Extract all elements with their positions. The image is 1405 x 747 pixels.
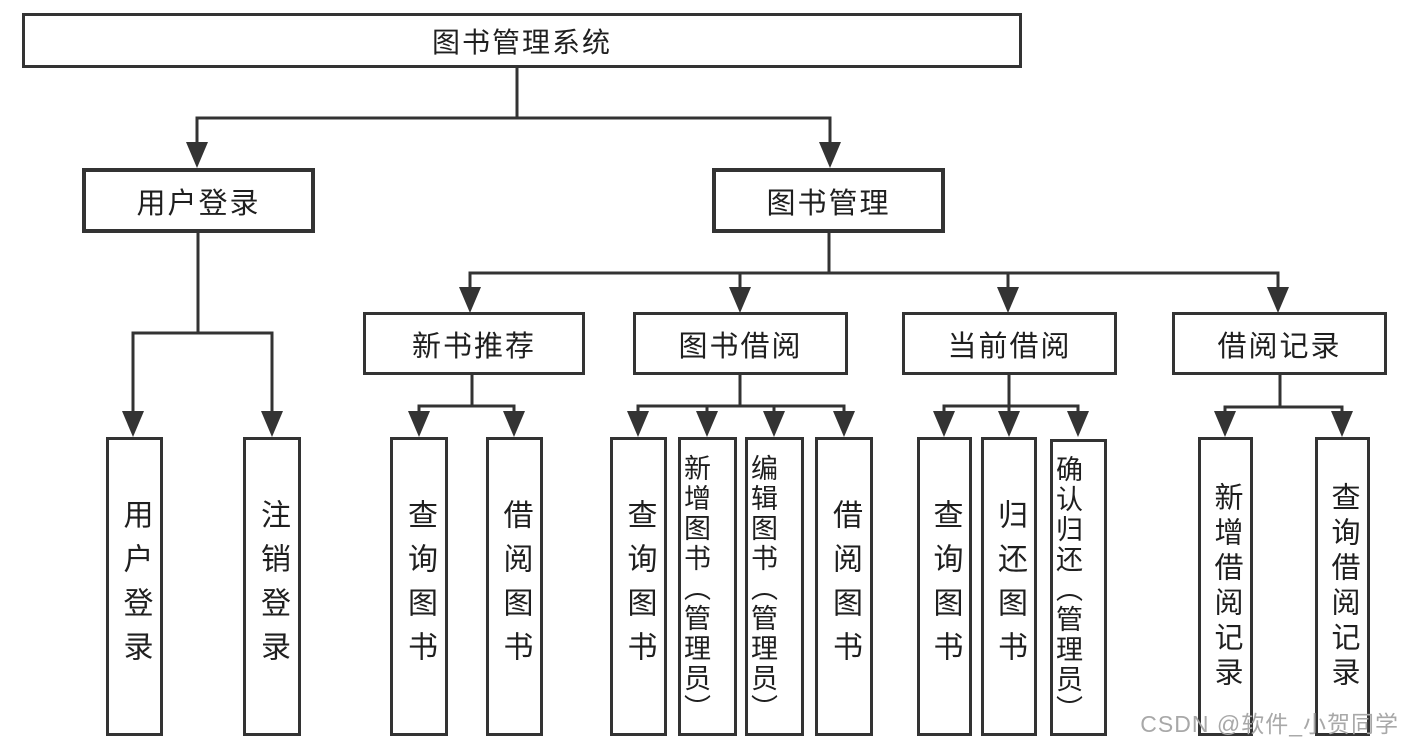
leaf-edit-book-admin: 编辑图书（管理员） [745, 437, 804, 736]
leaf-confirm-return-admin: 确认归还（管理员） [1050, 439, 1107, 736]
leaf-query-books-1: 查询图书 [390, 437, 448, 736]
node-user-login: 用户登录 [82, 168, 315, 233]
node-current-borrowing: 当前借阅 [902, 312, 1117, 375]
node-new-book-recommend: 新书推荐 [363, 312, 585, 375]
leaf-query-books-3: 查询图书 [917, 437, 972, 736]
node-label: 查询借阅记录 [1327, 481, 1359, 692]
node-label: 借阅图书 [498, 498, 532, 675]
node-label: 借阅记录 [1217, 330, 1342, 363]
leaf-query-borrow-record: 查询借阅记录 [1315, 437, 1370, 736]
node-root-library-management-system: 图书管理系统 [22, 13, 1022, 68]
node-label: 编辑图书（管理员） [747, 454, 777, 724]
leaf-add-book-admin: 新增图书（管理员） [678, 437, 737, 736]
arrowheads [122, 142, 1353, 437]
node-label: 新增图书（管理员） [680, 454, 710, 724]
node-borrowing-records: 借阅记录 [1172, 312, 1387, 375]
leaf-borrow-books-1: 借阅图书 [486, 437, 543, 736]
leaf-borrow-books-2: 借阅图书 [815, 437, 873, 736]
node-label: 注销登录 [256, 498, 289, 675]
leaf-return-book: 归还图书 [981, 437, 1037, 736]
leaf-query-books-2: 查询图书 [610, 437, 667, 736]
node-label: 归还图书 [993, 498, 1026, 675]
node-label: 确认归还（管理员） [1052, 455, 1082, 725]
node-label: 查询图书 [403, 498, 436, 675]
node-label: 查询图书 [622, 498, 656, 675]
node-label: 用户登录 [118, 498, 152, 675]
node-book-borrowing: 图书借阅 [633, 312, 848, 375]
node-label: 新书推荐 [411, 330, 536, 363]
node-label: 查询图书 [928, 498, 962, 675]
csdn-watermark: CSDN @软件_小贺同学 [1140, 711, 1399, 737]
node-label: 当前借阅 [947, 330, 1072, 363]
node-label: 图书管理 [766, 187, 891, 220]
leaf-logout: 注销登录 [243, 437, 301, 736]
node-label: 借阅图书 [828, 498, 861, 675]
leaf-add-borrow-record: 新增借阅记录 [1198, 437, 1253, 736]
node-label: 用户登录 [136, 187, 261, 220]
node-book-management: 图书管理 [712, 168, 945, 233]
node-label: 图书借阅 [678, 330, 803, 363]
node-label: 新增借阅记录 [1210, 481, 1242, 692]
leaf-user-login: 用户登录 [106, 437, 163, 736]
node-label: 图书管理系统 [431, 26, 612, 58]
